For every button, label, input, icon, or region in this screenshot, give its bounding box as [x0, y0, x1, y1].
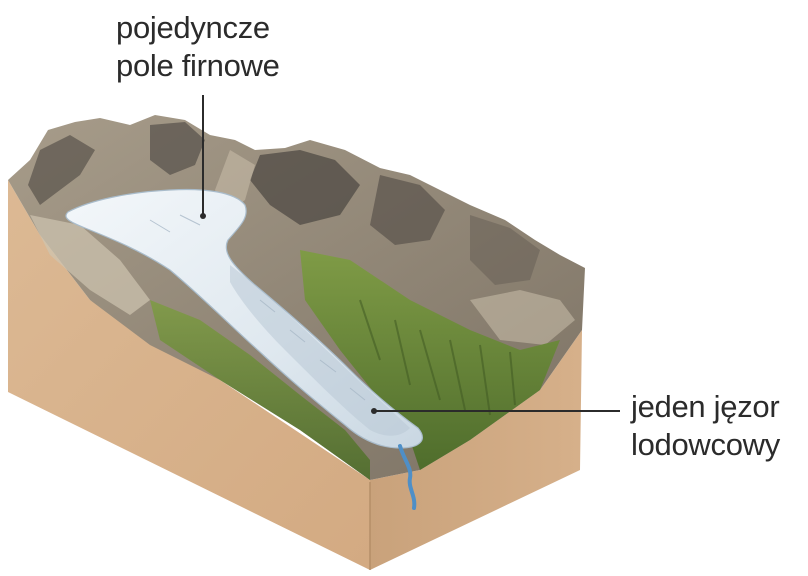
label-glacier-tongue: jeden jęzor lodowcowy	[631, 388, 780, 464]
label-tongue-line1: jeden jęzor	[631, 388, 780, 426]
label-firn-field: pojedyncze pole firnowe	[116, 9, 280, 85]
pointer-dot-firn	[200, 213, 206, 219]
pointer-dot-tongue	[371, 408, 377, 414]
label-firn-line2: pole firnowe	[116, 47, 280, 85]
label-firn-line1: pojedyncze	[116, 9, 280, 47]
label-tongue-line2: lodowcowy	[631, 426, 780, 464]
